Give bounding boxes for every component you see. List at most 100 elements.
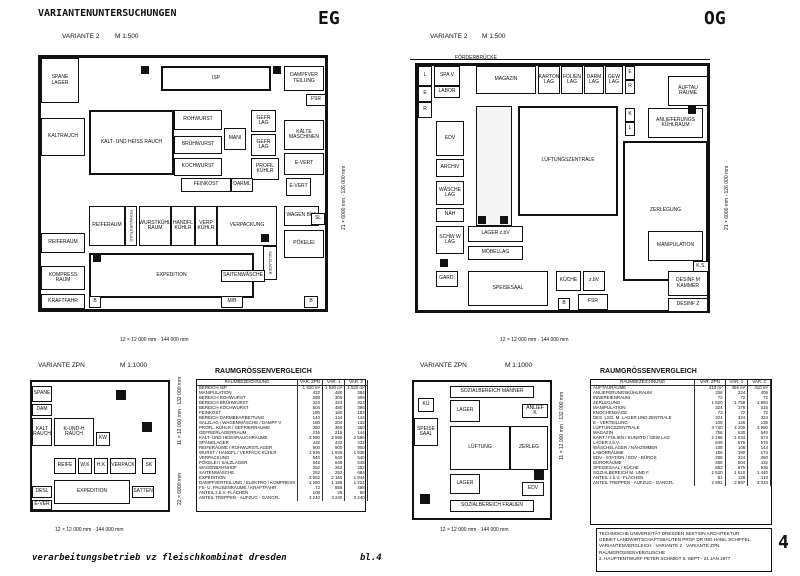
room-schw-w-lag: SCHW W LAG bbox=[436, 226, 464, 254]
room-e: E bbox=[625, 66, 635, 80]
room-k: K bbox=[625, 108, 635, 122]
area-cell: 2 590 bbox=[344, 436, 368, 441]
area-cell: 252 bbox=[297, 466, 323, 471]
area-cell: 144 bbox=[344, 416, 368, 421]
area-cell: 3 240 bbox=[344, 496, 368, 501]
area-cell: 81 bbox=[694, 476, 726, 481]
area-cell: 3 240 bbox=[322, 496, 346, 501]
stair-core bbox=[500, 216, 508, 224]
area-cell: 1 440 bbox=[747, 471, 771, 476]
area-cell: 360 bbox=[344, 426, 368, 431]
area-cell: 108 bbox=[297, 491, 323, 496]
area-cell: 2 590 bbox=[322, 436, 346, 441]
area-cell: 540 bbox=[344, 456, 368, 461]
area-cell: 1 260 bbox=[297, 481, 323, 486]
room-e-left: E bbox=[418, 86, 432, 102]
area-cell: 1 510 bbox=[725, 471, 749, 476]
area-cell: 900 bbox=[297, 446, 323, 451]
room-kochwurst: KOCHWURST bbox=[174, 158, 222, 176]
room-name-cell: BEREICH ROHWURST bbox=[197, 396, 299, 401]
area-cell: 180 bbox=[297, 411, 323, 416]
stair-core bbox=[142, 422, 152, 432]
table-og-frame bbox=[590, 379, 772, 525]
room-dampfverteilung: DAMPFVER TEILUNG bbox=[284, 66, 324, 91]
room-e-vert: E-VERT bbox=[284, 153, 324, 175]
area-cell: 2 186 bbox=[694, 436, 726, 441]
room-l-2: L bbox=[625, 122, 635, 136]
area-cell: 315 bbox=[747, 406, 771, 411]
room-dam: DAM bbox=[32, 404, 52, 416]
room-handfl: HANDFL KÜHLR bbox=[171, 206, 195, 246]
room-verp-kuhlr: VERP KÜHLR bbox=[195, 206, 217, 246]
room-kalt-heiss-rauch: KALT- UND HEISS RAUCH bbox=[89, 110, 174, 175]
room-e-ver: E-VER bbox=[32, 500, 52, 510]
area-cell: 182 bbox=[344, 411, 368, 416]
eg-variant-label: VARIANTE 2 bbox=[62, 33, 100, 40]
area-cell: 3 740 bbox=[694, 426, 726, 431]
area-cell: 252 bbox=[297, 471, 323, 476]
room-name-cell: ANLIEFERUNGSKÜHLRAUM bbox=[591, 391, 696, 396]
room-desinf-kammer: DESINF M KAMMER bbox=[668, 271, 708, 296]
room-speisesaal: SPEISESAAL bbox=[468, 271, 548, 306]
room-r-left: R bbox=[418, 102, 432, 118]
room-ku: KÜ bbox=[418, 398, 434, 412]
area-cell: 1 936 bbox=[344, 451, 368, 456]
area-cell: 288 bbox=[694, 456, 726, 461]
room-edv: EDV bbox=[436, 121, 464, 156]
title-block-line: RAUMGRÖSSENVERGLEICHE bbox=[599, 549, 666, 555]
area-cell: 110 bbox=[747, 476, 771, 481]
title-block: TECHNISCHE UNIVERSITÄT DRESDEN SEKTION A… bbox=[596, 528, 772, 572]
room-archiv: ARCHIV bbox=[436, 159, 464, 177]
area-cell: 576 bbox=[747, 441, 771, 446]
room-name-cell: BEREICH KOCHWURST bbox=[197, 406, 299, 411]
area-cell: 1 520 m² bbox=[344, 385, 368, 391]
room-fsr: FSR bbox=[306, 94, 326, 106]
area-cell: 405 bbox=[747, 391, 771, 396]
room-name-cell: FEINKOST bbox=[197, 411, 299, 416]
room-lager-2: LAGER bbox=[450, 474, 480, 494]
stair-core bbox=[273, 66, 281, 74]
room-karton-lag: KARTON LAG bbox=[538, 66, 560, 94]
area-cell: 336 bbox=[694, 391, 726, 396]
stair-core bbox=[534, 470, 544, 480]
area-cell: 2 520 bbox=[694, 471, 726, 476]
eg-floor-plan: SPANE LAGER ISP DAMPFVER TEILUNG FSR KAL… bbox=[38, 55, 328, 312]
area-cell: 558 bbox=[322, 486, 346, 491]
area-cell: 432 bbox=[297, 441, 323, 446]
area-cell: 378 bbox=[725, 406, 749, 411]
room-name-cell: MAGAZIN bbox=[591, 431, 696, 436]
room-profil-kuhlr: PROFIL KÜHLR bbox=[251, 158, 279, 180]
room-name-cell: ANTEIL TREPPEN - AUFZUG - GANGFL bbox=[591, 481, 696, 486]
area-cell: 360 bbox=[297, 426, 323, 431]
og-floor-plan: L SPA V LABOR MAGAZIN KARTON LAG FOLIEN … bbox=[415, 63, 710, 313]
room-b-2: B bbox=[304, 296, 318, 308]
table-og-title: RAUMGRÖSSENVERGLEICH bbox=[600, 368, 697, 375]
area-cell: 648 bbox=[694, 441, 726, 446]
room-reiferaum-left: REIFERAUM bbox=[41, 233, 85, 253]
area-cell: 410 m² bbox=[694, 385, 726, 391]
room-b-1: B bbox=[89, 296, 101, 308]
area-cell: 1 188 bbox=[322, 481, 346, 486]
area-cell: 1 520 bbox=[694, 401, 726, 406]
sheet-title: VARIANTENUNTERSUCHUNGEN bbox=[38, 8, 177, 19]
room-zerleg: ZERLEG bbox=[510, 426, 548, 470]
area-cell: 60 bbox=[344, 491, 368, 496]
room-expedition-zpn: EXPEDITION bbox=[54, 480, 130, 504]
room-name-cell: BEREICH BRÜHWURST bbox=[197, 401, 299, 406]
room-satten: SATTEN bbox=[132, 486, 154, 498]
